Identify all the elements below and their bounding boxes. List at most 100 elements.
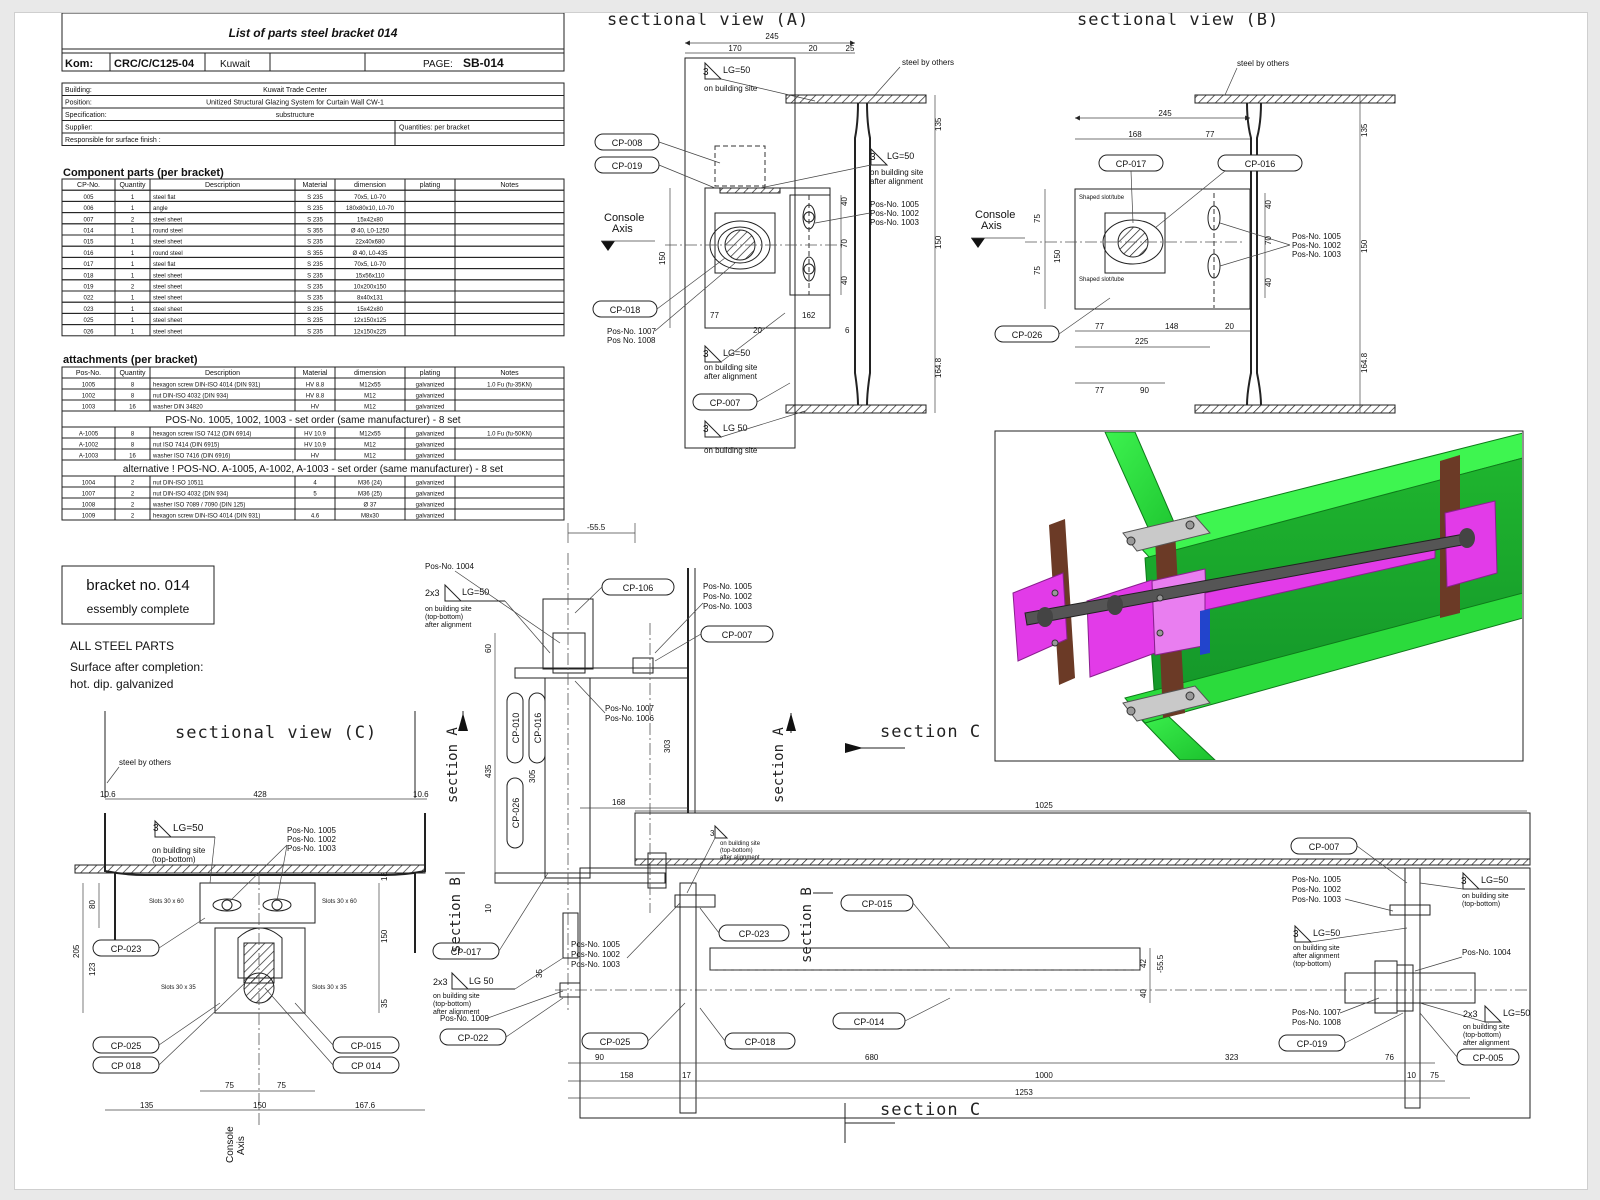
svg-text:40: 40 — [1264, 200, 1273, 209]
svg-text:CP-014: CP-014 — [854, 1017, 885, 1027]
svg-text:section B: section B — [448, 877, 464, 953]
table-cell: HV 8.8 — [306, 394, 325, 400]
svg-text:Pos-No. 1004: Pos-No. 1004 — [1462, 948, 1511, 957]
column-header: dimension — [354, 182, 386, 189]
svg-text:on building site: on building site — [152, 846, 206, 855]
table-cell: S 355 — [307, 251, 323, 257]
sectional-view-c: sectional view (C) steel by others 10.6 … — [72, 711, 429, 1163]
svg-text:2x3: 2x3 — [433, 977, 448, 987]
svg-text:LG=50: LG=50 — [462, 587, 489, 597]
svg-text:-55.5: -55.5 — [1156, 954, 1165, 973]
svg-text:CP-026: CP-026 — [1012, 330, 1043, 340]
svg-text:Shaped slot/tube: Shaped slot/tube — [1079, 195, 1125, 201]
bracket-title: bracket no. 014 — [86, 577, 189, 594]
drawing-sheet: List of parts steel bracket 014 Kom: CRC… — [14, 12, 1588, 1190]
table-cell: 006 — [83, 206, 94, 212]
table-cell: galvanized — [416, 405, 445, 411]
table-cell: steel sheet — [153, 329, 182, 335]
svg-text:3: 3 — [870, 152, 876, 163]
table-cell: 1007 — [82, 492, 96, 498]
svg-text:3: 3 — [703, 424, 709, 435]
svg-text:after alignment: after alignment — [870, 177, 924, 186]
svg-text:Pos-No. 1008: Pos-No. 1008 — [1292, 1018, 1341, 1027]
svg-text:CP-017: CP-017 — [451, 947, 482, 957]
svg-text:Pos-No. 1007: Pos-No. 1007 — [1292, 1008, 1341, 1017]
table-cell: 5 — [313, 492, 317, 498]
table-cell: Ø 37 — [363, 503, 377, 509]
svg-text:CP-018: CP-018 — [745, 1037, 776, 1047]
table-cell: 12x150x125 — [354, 318, 387, 324]
svg-text:75: 75 — [277, 1081, 286, 1090]
table-cell: S 235 — [307, 262, 323, 268]
svg-text:75: 75 — [1033, 214, 1042, 223]
table-cell: round steel — [153, 251, 183, 257]
svg-text:after alignment: after alignment — [425, 622, 471, 629]
table-cell: 1 — [131, 195, 135, 201]
info-label: Responsible for surface finish : — [65, 137, 161, 144]
table-cell: S 235 — [307, 240, 323, 246]
svg-text:on building site: on building site — [704, 446, 758, 455]
table-cell: Ø 40, L0-1250 — [351, 229, 390, 235]
table-cell: M12 — [364, 405, 376, 411]
svg-text:35: 35 — [535, 969, 544, 978]
svg-text:CP-007: CP-007 — [722, 630, 753, 640]
sectional-view-b: sectional view (B) steel by others Conso… — [971, 13, 1396, 414]
table-cell: 1004 — [82, 481, 96, 487]
table-cell: 1 — [131, 307, 135, 313]
svg-text:LG=50: LG=50 — [173, 823, 204, 834]
table-cell: 2 — [131, 514, 135, 520]
page-value: SB-014 — [463, 56, 504, 70]
table-cell: steel sheet — [153, 318, 182, 324]
svg-text:150: 150 — [934, 235, 943, 249]
table-cell: M12x55 — [359, 432, 381, 438]
info-label: Supplier: — [65, 125, 93, 132]
svg-text:CP-010: CP-010 — [511, 713, 521, 744]
svg-text:40: 40 — [840, 276, 849, 285]
info-label: Building: — [65, 87, 92, 94]
svg-text:(top-bottom): (top-bottom) — [1293, 961, 1331, 968]
svg-text:2x3: 2x3 — [425, 588, 440, 598]
table-cell: 8 — [131, 432, 135, 438]
component-heading: Component parts (per bracket) — [63, 167, 224, 179]
svg-text:Axis: Axis — [981, 220, 1002, 232]
svg-text:20: 20 — [1225, 322, 1234, 331]
svg-text:77: 77 — [1095, 322, 1104, 331]
table-cell: 026 — [83, 329, 94, 335]
svg-text:148: 148 — [1165, 322, 1179, 331]
table-cell: 15x42x80 — [357, 307, 384, 313]
svg-text:Pos-No. 1002: Pos-No. 1002 — [870, 209, 919, 218]
table-cell: 16 — [129, 405, 136, 411]
table-cell: 1 — [131, 251, 135, 257]
svg-text:(top-bottom): (top-bottom) — [152, 855, 196, 864]
svg-text:LG=50: LG=50 — [887, 151, 914, 161]
table-cell: HV 8.8 — [306, 383, 325, 389]
svg-text:Console: Console — [225, 1126, 236, 1163]
table-cell: S 235 — [307, 329, 323, 335]
svg-text:section C: section C — [880, 722, 981, 742]
svg-text:162: 162 — [802, 311, 816, 320]
svg-text:-55.5: -55.5 — [587, 523, 606, 532]
table-cell: 1009 — [82, 514, 96, 520]
svg-text:LG=50: LG=50 — [1481, 875, 1508, 885]
svg-text:CP-018: CP-018 — [610, 305, 641, 315]
svg-text:LG=50: LG=50 — [1503, 1008, 1530, 1018]
svg-text:17: 17 — [682, 1071, 691, 1080]
table-cell: galvanized — [416, 432, 445, 438]
table-cell: M8x30 — [361, 514, 380, 520]
svg-text:10: 10 — [484, 904, 493, 913]
svg-text:CP-015: CP-015 — [862, 899, 893, 909]
table-cell: steel sheet — [153, 273, 182, 279]
table-cell: HV — [311, 405, 319, 411]
svg-text:80: 80 — [88, 900, 97, 909]
table-cell: A-1002 — [79, 443, 99, 449]
svg-text:LG 50: LG 50 — [723, 423, 748, 433]
svg-text:Pos-No. 1002: Pos-No. 1002 — [1292, 885, 1341, 894]
table-cell: steel sheet — [153, 296, 182, 302]
column-header: dimension — [354, 370, 386, 377]
svg-text:2x3: 2x3 — [1463, 1009, 1478, 1019]
table-cell: galvanized — [416, 383, 445, 389]
svg-text:Pos-No. 1003: Pos-No. 1003 — [1292, 895, 1341, 904]
table-cell: M12 — [364, 443, 376, 449]
table-cell: 15x42x80 — [357, 217, 384, 223]
